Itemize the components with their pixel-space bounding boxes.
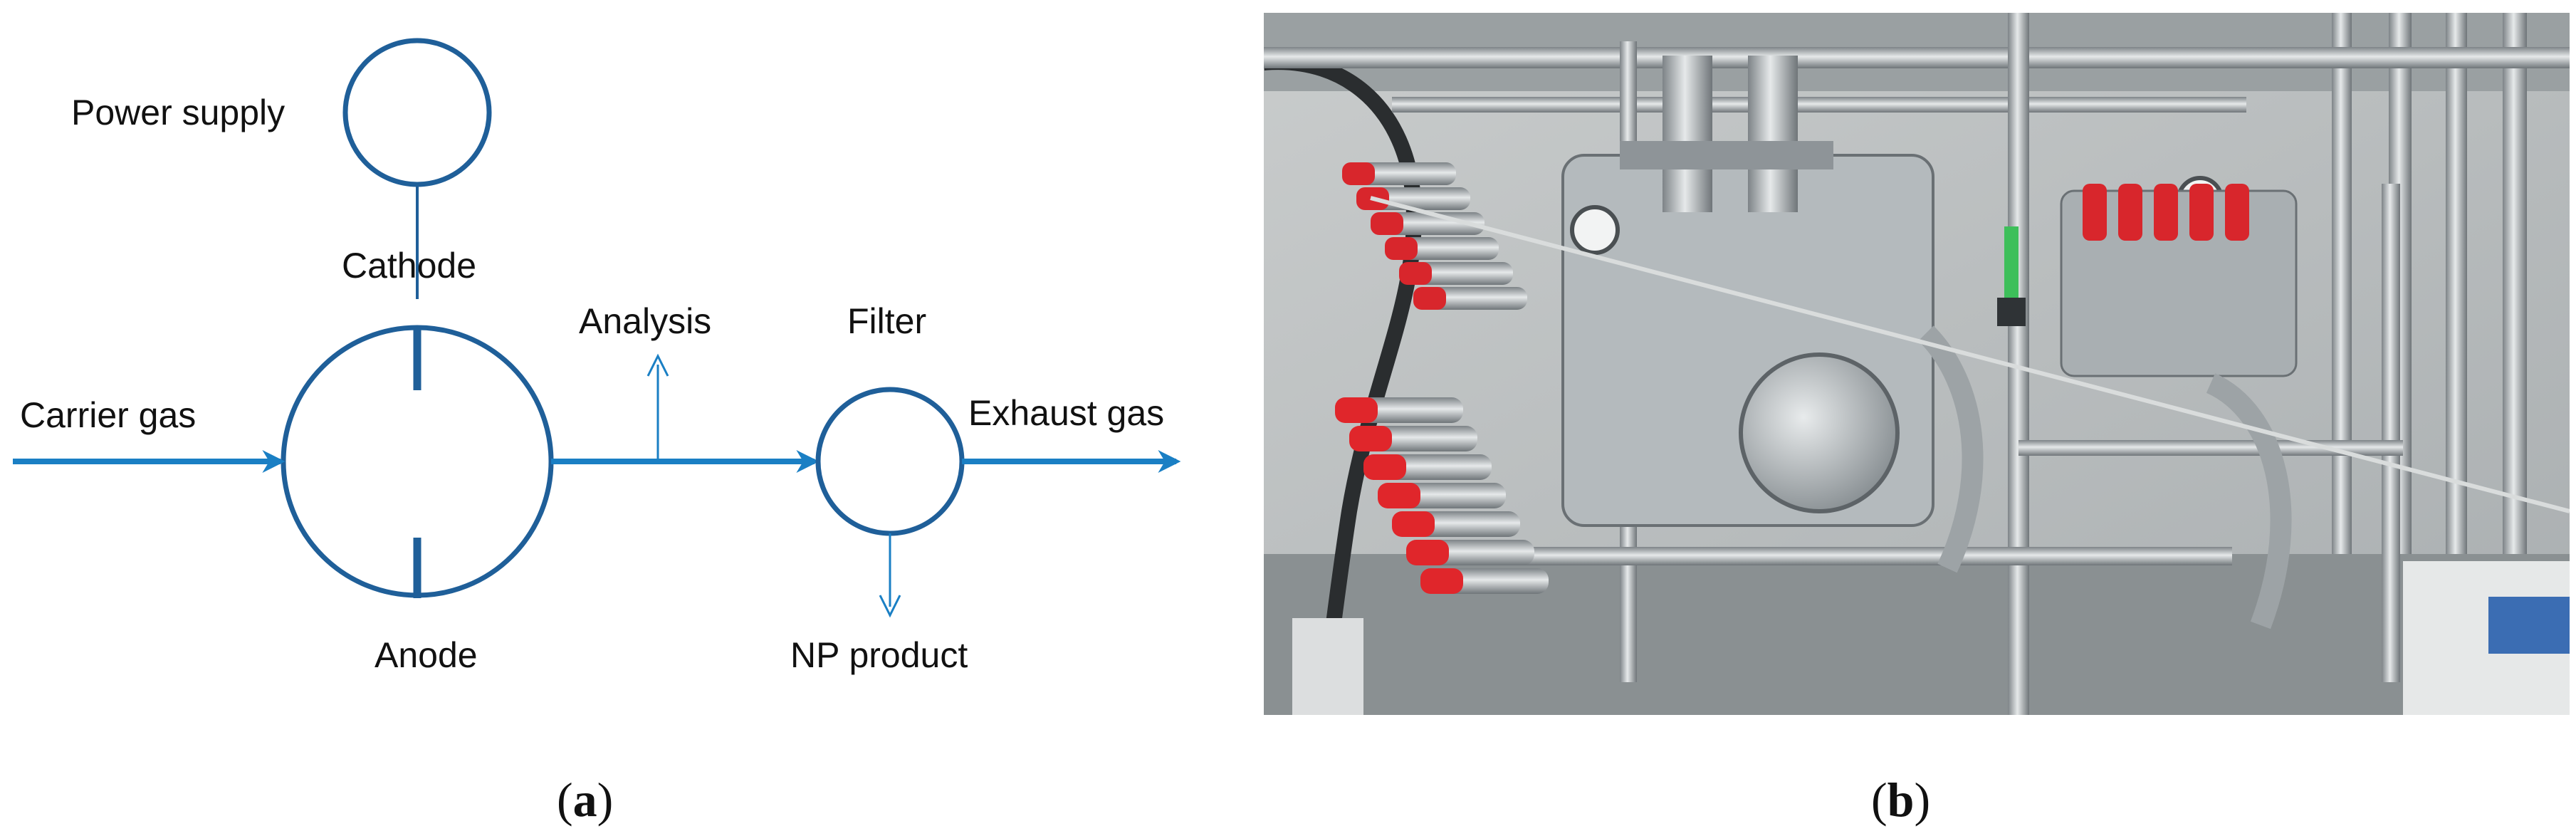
flow-meter-display <box>1997 298 2026 326</box>
diagonal-rod <box>1370 196 2570 513</box>
apparatus-photo <box>1264 13 2570 715</box>
cathode-label: Cathode <box>342 246 476 286</box>
carrier-gas-label: Carrier gas <box>20 395 196 435</box>
filter-label: Filter <box>847 301 926 341</box>
wall-pipe <box>2332 13 2352 554</box>
terminal-block <box>1292 618 1363 715</box>
frame-beam <box>1520 547 2232 565</box>
electrode-row-upper <box>1342 162 1527 310</box>
analysis-arrowhead <box>646 353 669 377</box>
rear-electrode-row <box>2083 184 2249 241</box>
pressure-gauge <box>1570 205 1620 255</box>
panel-b-caption: (b) <box>1871 773 1930 827</box>
bellows-hose <box>2206 373 2292 629</box>
panel-b-caption-wrap: (b) <box>1871 773 1930 827</box>
electrode-row-lower <box>1335 397 1549 594</box>
overhead-pipe <box>1392 97 2246 113</box>
filter-circle <box>815 387 965 536</box>
exhaust-gas-label: Exhaust gas <box>968 393 1164 433</box>
valve-tower <box>1663 56 1712 212</box>
np-product-label: NP product <box>790 635 968 675</box>
flow-meter <box>2004 226 2019 298</box>
overhead-pipe <box>1264 47 2570 68</box>
bellows-hose <box>1918 325 1984 573</box>
valve-tower <box>1748 56 1798 212</box>
frame-post <box>2382 184 2400 682</box>
valve-block <box>1620 141 1833 169</box>
power-supply-circle <box>342 38 492 187</box>
np-product-arrowhead <box>879 595 901 618</box>
chamber-flange <box>1739 352 1900 513</box>
schematic-diagram: Power supply Cathode Anode Carrier gas A… <box>13 38 1181 827</box>
wall-pipe <box>2446 13 2467 554</box>
anode-label: Anode <box>375 635 478 675</box>
usb-hub <box>2488 597 2570 654</box>
wall-pipe <box>2503 13 2527 554</box>
analysis-label: Analysis <box>579 301 711 341</box>
panel-a-caption: (a) <box>557 773 613 827</box>
power-supply-label: Power supply <box>71 93 285 132</box>
